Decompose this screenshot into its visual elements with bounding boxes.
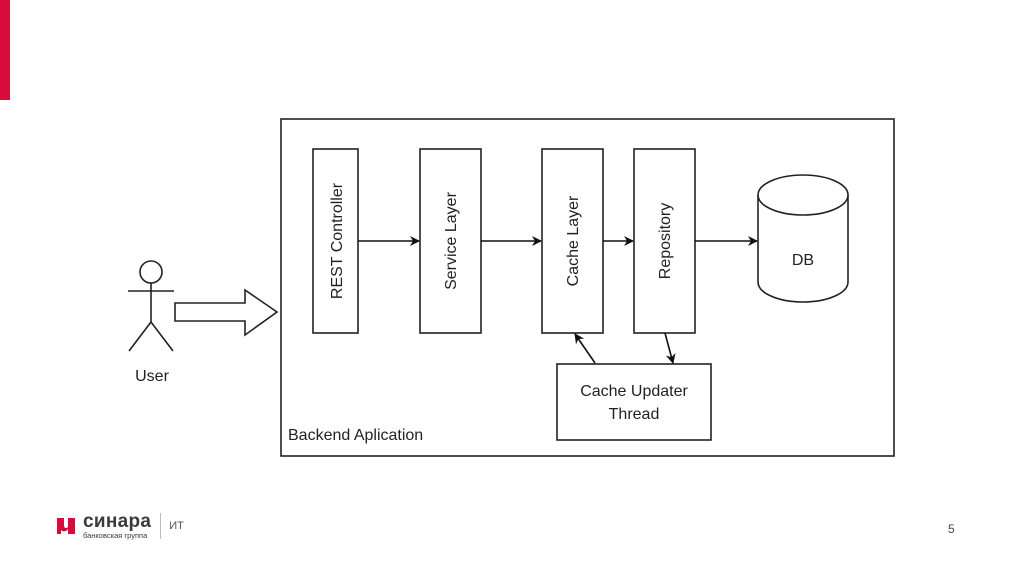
service-layer-box [419, 148, 482, 334]
backend-application-label: Backend Aplication [288, 427, 423, 444]
cache-layer-label: Cache Layer [565, 195, 582, 286]
accent-bar [0, 0, 10, 100]
service-layer-label: Service Layer [443, 191, 460, 289]
cache-updater-thread-box [556, 363, 712, 441]
company-logo: синара банковская группа ИТ [55, 511, 184, 541]
logo-subtitle: банковская группа [83, 531, 148, 541]
actor-left-leg [128, 321, 152, 352]
cache-layer-box [541, 148, 604, 334]
user-to-backend-arrow [174, 288, 279, 337]
actor-right-leg [150, 321, 174, 352]
page-number: 5 [948, 522, 955, 536]
logo-name: синара [83, 511, 152, 533]
repository-label: Repository [657, 203, 674, 279]
cache-updater-label-line2: Thread [609, 406, 660, 423]
backend-application-container [280, 118, 895, 457]
rest-controller-label: REST Controller [329, 182, 346, 299]
arrow-repository-to-updater [664, 332, 676, 364]
user-label: User [135, 368, 169, 385]
rest-controller-box [312, 148, 359, 334]
logo-divider [160, 513, 162, 539]
actor-head [139, 260, 163, 284]
user-actor [128, 260, 174, 352]
db-label: DB [792, 252, 814, 269]
cache-updater-label-line1: Cache Updater [580, 383, 688, 400]
db-cylinder [757, 174, 849, 303]
sinara-logo-icon [57, 518, 75, 534]
department-label: ИТ [169, 520, 184, 532]
arrow-updater-to-cache [574, 333, 596, 364]
